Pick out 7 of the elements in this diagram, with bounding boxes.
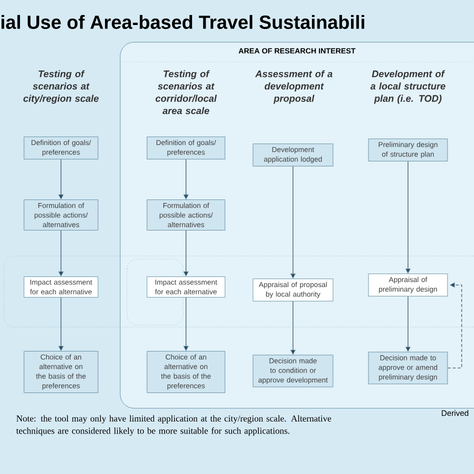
column-heading: Testing of scenarios at city/region scale bbox=[23, 70, 99, 104]
column-heading: Development of a local structure plan (i.e. TOD) bbox=[370, 70, 446, 104]
column-heading: Testing of scenarios at corridor/local area scale bbox=[156, 70, 217, 114]
title: ial Use of Area-based Travel Sustainabili bbox=[2, 15, 364, 29]
note: Note: the tool may only have limited application at the city/region scale. Alternative techniques are considered likely to be more suitable for such applications. bbox=[16, 415, 332, 436]
column-heading: Assessment of a development proposal bbox=[255, 70, 332, 104]
credit-text: Derived bbox=[442, 410, 468, 416]
